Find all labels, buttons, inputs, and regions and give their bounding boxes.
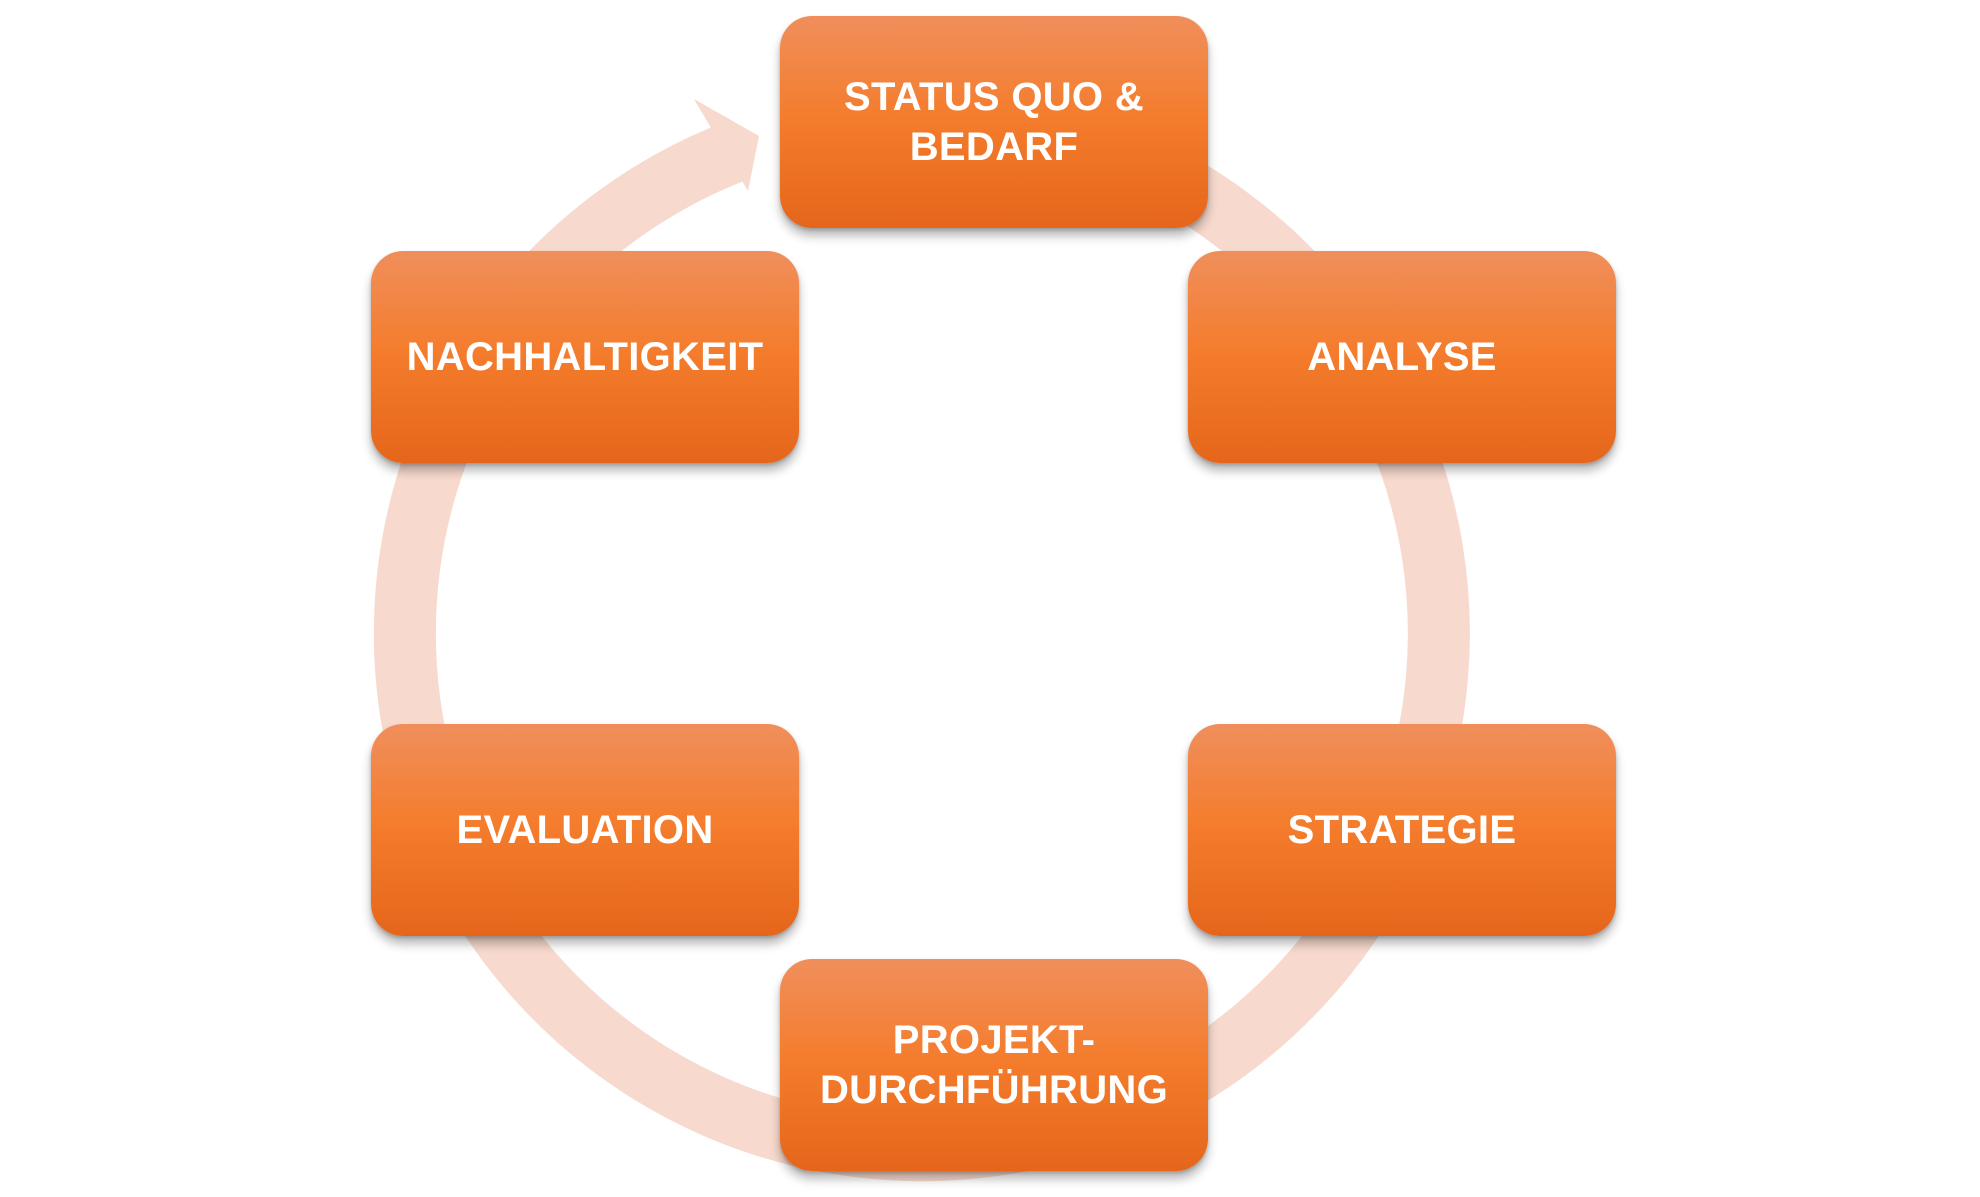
step-analyse-label: ANALYSE [1307,335,1497,379]
cycle-arrow-head [694,99,759,191]
step-projektdurchfuehrung: PROJEKT- DURCHFÜHRUNG [780,959,1208,1171]
step-nachhaltigkeit-label: NACHHALTIGKEIT [406,335,764,379]
step-status-quo-bedarf: STATUS QUO & BEDARF [780,16,1208,228]
step-strategie: STRATEGIE [1188,724,1616,936]
step-projektdurchfuehrung-label: PROJEKT- DURCHFÜHRUNG [819,1018,1168,1112]
step-status-quo-bedarf-label: STATUS QUO & BEDARF [844,75,1144,169]
step-analyse: ANALYSE [1188,251,1616,463]
step-evaluation: EVALUATION [371,724,799,936]
step-strategie-label: STRATEGIE [1287,808,1517,852]
step-evaluation-label: EVALUATION [456,808,714,852]
step-nachhaltigkeit: NACHHALTIGKEIT [371,251,799,463]
